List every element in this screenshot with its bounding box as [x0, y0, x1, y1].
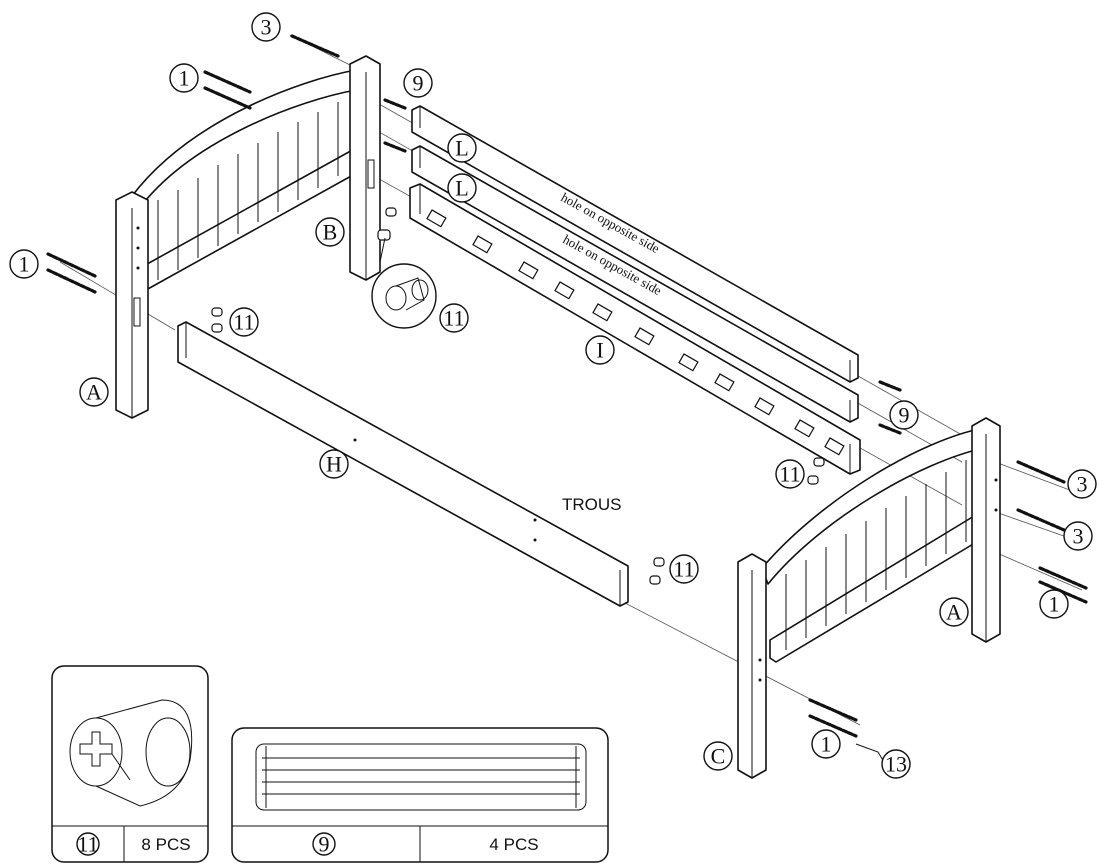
front-rail [177, 321, 629, 607]
footboard [737, 417, 1001, 779]
label-post-c: C [711, 744, 726, 769]
callout-11-rail-h-end: 11 [673, 557, 694, 582]
callout-3-right-upper: 3 [1077, 472, 1088, 497]
slat-rail-lower [411, 145, 859, 423]
label-rail-l-lower: L [455, 176, 468, 201]
callout-9-bottom: 9 [899, 403, 910, 428]
callout-13: 13 [885, 752, 907, 777]
callout-1-right: 1 [1049, 592, 1060, 617]
cam-nut-magnifier [371, 237, 437, 329]
hardware-callouts: 3 1 1 9 11 11 9 11 11 3 3 1 1 13 [9, 12, 1097, 779]
callout-3-right-lower: 3 [1073, 524, 1084, 549]
legend-dowel: 9 4 PCS [231, 727, 609, 863]
label-post-a-right: A [946, 600, 962, 625]
slat-rail-upper [411, 105, 859, 383]
callout-11-rail-h: 11 [233, 310, 254, 335]
headboard [115, 55, 381, 419]
callout-11-magnifier: 11 [443, 306, 464, 331]
legend-nut: 11 8 PCS [51, 665, 209, 863]
callout-3-top: 3 [261, 15, 272, 40]
slat-support-blocks [426, 209, 845, 456]
callout-1-left: 1 [19, 252, 30, 277]
label-post-b: B [323, 220, 338, 245]
legend-dowel-number: 9 [319, 832, 330, 857]
callout-1-top: 1 [179, 66, 190, 91]
back-rail [409, 183, 861, 475]
bolt-13-shape [855, 743, 885, 763]
legend-nut-number: 11 [77, 832, 98, 857]
callout-11-rail-i: 11 [779, 462, 800, 487]
legend-dowel-quantity: 4 PCS [489, 835, 538, 854]
legend-nut-quantity: 8 PCS [141, 835, 190, 854]
label-rail-i: I [596, 338, 603, 363]
bolts [46, 34, 1088, 738]
footboard-slats [785, 460, 967, 650]
note-trous: TROUS [562, 495, 622, 514]
dowel-icon [255, 743, 587, 811]
cam-nuts [211, 207, 825, 585]
callout-1-bottom: 1 [821, 732, 832, 757]
label-rail-h: H [326, 452, 342, 477]
cam-nut-icon [69, 699, 193, 807]
post-b [349, 55, 381, 281]
label-post-a-left: A [86, 380, 102, 405]
label-rail-l-upper: L [455, 136, 468, 161]
headboard-slats [157, 102, 339, 280]
callout-9-top: 9 [413, 71, 424, 96]
part-labels: A B H I L L C A [79, 133, 969, 771]
